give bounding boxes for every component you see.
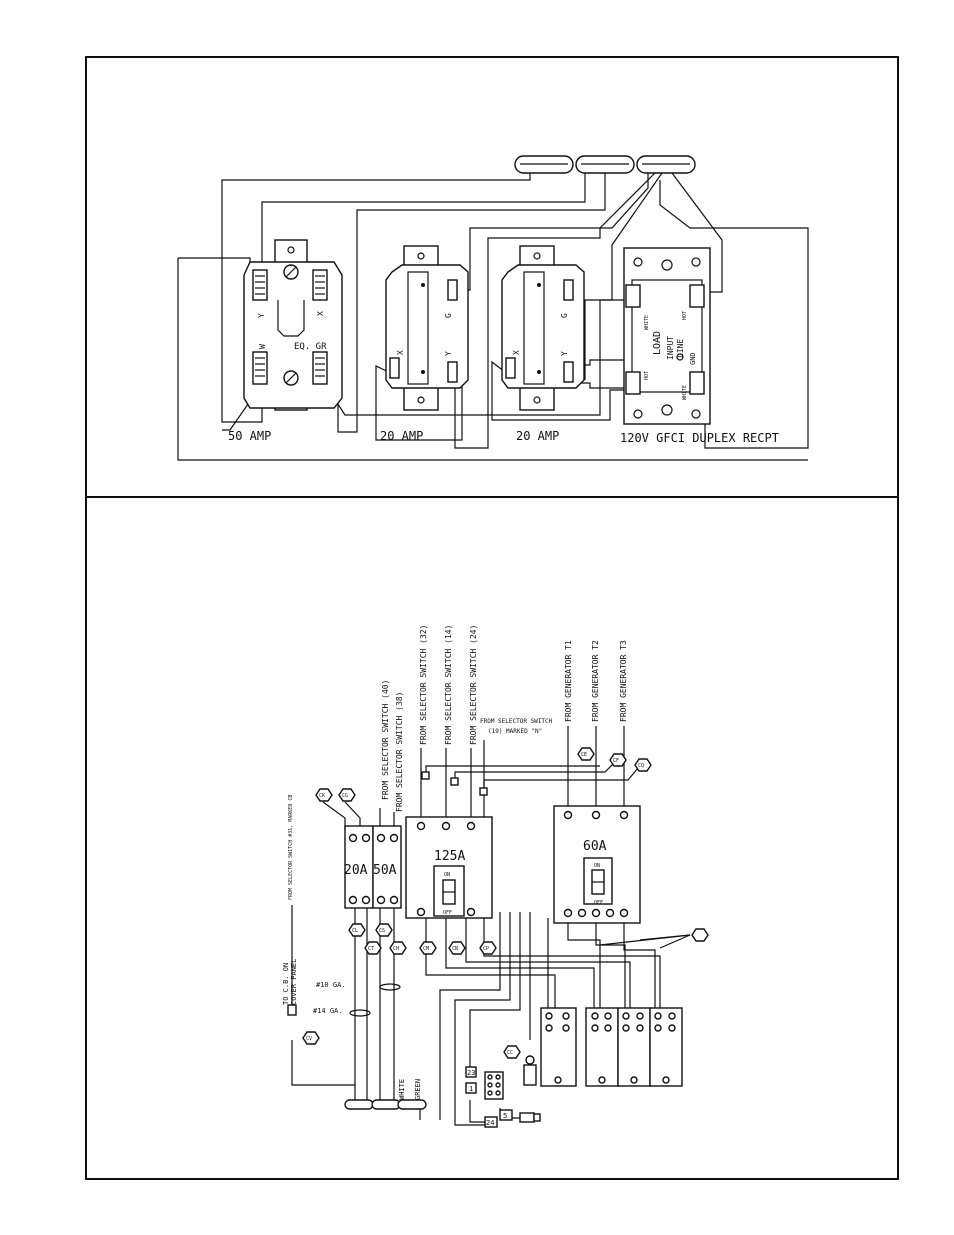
terminal-eq-gr-label: EQ. GR — [294, 342, 327, 352]
label-from-selector-32: FROM SELECTOR SWITCH (32) — [419, 625, 428, 745]
label-20-amp-a: 20 AMP — [380, 429, 423, 443]
label-from-selector-19-line2: (19) MARKED "N" — [488, 728, 542, 735]
gfci-gnd-label: GND — [689, 352, 697, 365]
gfci-white-top-label: WHITE — [644, 315, 650, 330]
r20b-terminal-y-label: Y — [560, 351, 569, 356]
breaker-60a-off-label: OFF — [594, 900, 603, 906]
breaker-125a-on-label: ON — [444, 872, 450, 878]
wire-bundle-14ga — [349, 1009, 371, 1017]
gfci-input-label: INPUT — [666, 336, 675, 360]
breaker-125a-off-label: OFF — [443, 910, 452, 916]
tag-cs: CS — [379, 928, 385, 934]
tag-cm: CM — [423, 946, 429, 952]
wire-grommets — [514, 155, 696, 174]
small-terminal-strip — [465, 1066, 541, 1128]
bottom-grommets — [344, 1099, 427, 1110]
r20b-terminal-g-label: G — [560, 313, 569, 318]
label-white-wire: WHITE — [398, 1079, 406, 1100]
breaker-60a-on-label: ON — [594, 863, 600, 869]
breaker-wiring-diagram: FROM SELECTOR SWITCH (40) FROM SELECTOR … — [282, 625, 709, 1128]
label-from-selector-31: FROM SELECTOR SWITCH #31, MARKED CB — [288, 795, 294, 900]
tag-cf: CF — [613, 758, 619, 764]
label-from-selector-24: FROM SELECTOR SWITCH (24) — [469, 625, 478, 745]
terminal-blocks — [523, 1007, 683, 1087]
label-from-selector-14: FROM SELECTOR SWITCH (14) — [444, 625, 453, 745]
page-frame — [85, 56, 899, 1180]
wire-marker-squares — [287, 771, 488, 1016]
tag-cc: CC — [507, 1050, 513, 1056]
terminal-w-label: W — [258, 344, 267, 349]
tag-number-1: 1 — [469, 1085, 473, 1093]
breaker-60a-label: 60A — [583, 839, 607, 854]
r20b-terminal-x-label: X — [512, 350, 521, 355]
receptacle-20-amp-a — [385, 245, 469, 411]
breaker-20a-label: 20A — [344, 863, 368, 878]
gfci-duplex-receptacle — [623, 247, 711, 425]
label-from-selector-38: FROM SELECTOR SWITCH (38) — [395, 692, 404, 812]
tag-ch: CH — [393, 946, 399, 952]
tag-cq: CQ — [638, 763, 644, 769]
label-from-selector-19-line1: FROM SELECTOR SWITCH — [480, 718, 553, 725]
label-14-ga: #14 GA. — [313, 1007, 343, 1015]
label-10-ga: #10 GA. — [316, 981, 346, 989]
gfci-line-label: LINE — [676, 339, 685, 358]
gfci-hot-top-label: HOT — [682, 311, 688, 320]
terminal-y-label: Y — [257, 313, 266, 318]
tag-ce: CE — [581, 752, 587, 758]
receptacle-20-amp-b — [501, 245, 585, 411]
gfci-hot-bottom-label: HOT — [644, 371, 650, 380]
terminal-x-label: X — [316, 311, 325, 316]
tag-cv: CV — [306, 1036, 312, 1042]
receptacle-50-amp — [243, 239, 343, 411]
breaker-20a-50a-assembly — [344, 825, 402, 909]
label-20-amp-b: 20 AMP — [516, 429, 559, 443]
label-from-generator-t1: FROM GENERATOR T1 — [564, 640, 573, 722]
label-from-generator-t3: FROM GENERATOR T3 — [619, 640, 628, 722]
gfci-white-bottom-label: WHITE — [682, 385, 688, 400]
tag-cg: CG — [342, 793, 348, 799]
tag-number-24: 24 — [486, 1119, 494, 1127]
tag-cn: CN — [452, 946, 458, 952]
r20a-terminal-y-label: Y — [444, 351, 453, 356]
label-gfci-duplex: 120V GFCI DUPLEX RECPT — [620, 431, 779, 445]
tag-ck: CK — [319, 793, 325, 799]
tag-ct: CT — [368, 946, 374, 952]
tag-number-23: 23 — [467, 1069, 475, 1077]
tag-cp: CP — [483, 946, 489, 952]
label-from-selector-40: FROM SELECTOR SWITCH (40) — [381, 680, 390, 800]
outlet-wiring-diagram: Y X W EQ. GR 50 AMP G X Y 20 AMP — [177, 155, 809, 461]
label-to-cb-line2: COVER PANEL — [290, 959, 298, 1005]
breaker-wires — [291, 726, 691, 1126]
wire-tags — [302, 747, 709, 1059]
r20a-terminal-x-label: X — [396, 350, 405, 355]
tag-cl: CL — [352, 928, 358, 934]
breaker-60a — [553, 805, 641, 924]
label-to-cb-line1: TO C.B. ON — [282, 963, 290, 1005]
breaker-125a — [405, 816, 493, 919]
tag-number-5: 5 — [503, 1112, 507, 1120]
gfci-load-label: LOAD — [652, 331, 663, 355]
label-green-wire: GREEN — [414, 1079, 422, 1100]
label-from-generator-t2: FROM GENERATOR T2 — [591, 640, 600, 722]
label-50-amp: 50 AMP — [228, 429, 271, 443]
breaker-50a-label: 50A — [373, 863, 397, 878]
breaker-125a-label: 125A — [434, 849, 465, 864]
r20a-terminal-g-label: G — [444, 313, 453, 318]
wire-bundle-10ga — [379, 983, 401, 991]
